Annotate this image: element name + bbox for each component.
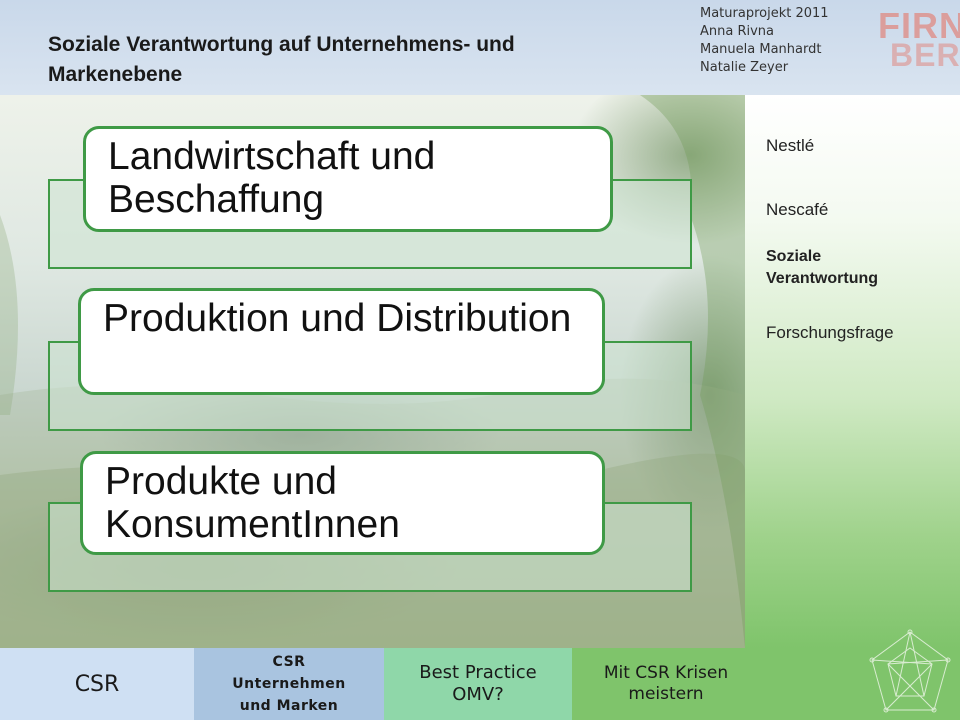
- tab-best-practice-omv[interactable]: Best Practice OMV?: [384, 648, 572, 720]
- tab-label: Best Practice OMV?: [419, 662, 537, 705]
- background-landscape-photo: Landwirtschaft und Beschaffung Produktio…: [0, 95, 745, 648]
- level-box-label: Produktion und Distribution: [103, 297, 572, 340]
- tab-krisen-meistern[interactable]: Mit CSR Krisen meistern: [572, 648, 760, 720]
- sidebar-item-nescafe[interactable]: Nescafé: [766, 200, 829, 219]
- logo-text-top: FIRN: [878, 5, 960, 46]
- tab-label: CSR: [74, 671, 120, 697]
- credit-line: Manuela Manhardt: [700, 42, 822, 57]
- level-box-label: Produkte und KonsumentInnen: [105, 460, 400, 546]
- level-box-products: Produkte und KonsumentInnen: [80, 451, 605, 555]
- tab-label: Mit CSR Krisen meistern: [603, 663, 729, 704]
- header-bar: Soziale Verantwortung auf Unternehmens- …: [0, 0, 960, 95]
- sidebar-item-nestle[interactable]: Nestlé: [766, 136, 815, 155]
- tab-label: CSR Unternehmen und Marken: [232, 654, 346, 714]
- level-box-sourcing: Landwirtschaft und Beschaffung: [83, 126, 613, 232]
- network-decoration-icon: [869, 629, 951, 713]
- logo-text-bottom: BERG: [890, 37, 960, 68]
- level-box-production: Produktion und Distribution: [78, 288, 605, 395]
- page-title: Soziale Verantwortung auf Unternehmens- …: [48, 33, 515, 86]
- sidebar-item-soziale-verantwortung[interactable]: Soziale Verantwortung: [766, 248, 879, 287]
- project-credits: Maturaprojekt 2011 Anna Rivna Manuela Ma…: [700, 5, 829, 77]
- tab-csr-unternehmen-marken[interactable]: CSR Unternehmen und Marken: [194, 648, 384, 720]
- tab-csr[interactable]: CSR: [0, 648, 194, 720]
- bottom-tab-bar: CSR CSR Unternehmen und Marken Best Prac…: [0, 648, 960, 720]
- credit-line: Natalie Zeyer: [700, 60, 789, 75]
- credit-line: Anna Rivna: [700, 24, 775, 39]
- sidebar-navigation: Nestlé Nescafé Soziale Verantwortung For…: [745, 95, 960, 648]
- level-box-label: Landwirtschaft und Beschaffung: [108, 135, 436, 221]
- credit-line: Maturaprojekt 2011: [700, 6, 829, 21]
- sidebar-item-forschungsfrage[interactable]: Forschungsfrage: [766, 323, 894, 342]
- firnberg-logo: FIRN BERG: [878, 5, 960, 68]
